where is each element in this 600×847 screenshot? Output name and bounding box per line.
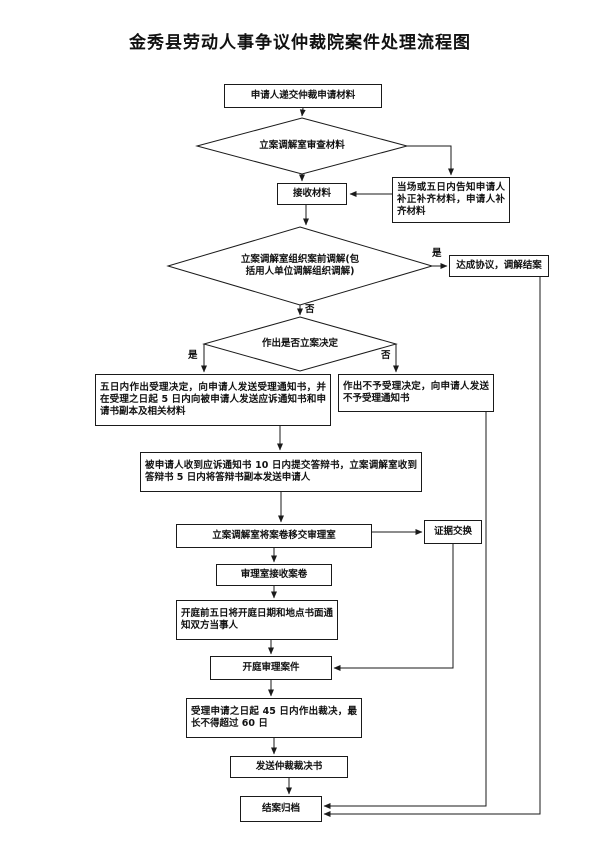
filing-yes-label: 是 (188, 350, 198, 361)
node-close-archive: 结案归档 (240, 796, 322, 822)
mediation-yes-label: 是 (432, 248, 442, 259)
node-hold-hearing: 开庭审理案件 (210, 656, 332, 680)
node-mediation-close: 达成协议，调解结案 (449, 255, 549, 277)
connector-mediationclose-archive (323, 277, 541, 817)
filing-decision-diamond-shape (202, 316, 398, 372)
node-reject-case: 作出不予受理决定，向申请人发送不予受理通知书 (338, 374, 494, 412)
decision-diamonds (166, 117, 434, 372)
node-make-ruling: 受理申请之日起 45 日内作出裁决，最长不得超过 60 日 (186, 698, 362, 738)
node-receive-materials: 接收材料 (277, 183, 347, 205)
review-diamond-shape (195, 117, 409, 175)
pre-mediation-diamond-shape (166, 226, 434, 306)
mediation-no-label: 否 (305, 304, 315, 315)
filing-no-label: 否 (381, 350, 391, 361)
node-evidence-exchange: 证据交换 (424, 520, 482, 544)
filing-decision-diamond-label: 作出是否立案决定 (261, 338, 338, 350)
connector-review-supplement (407, 145, 454, 176)
flow-connectors (201, 107, 541, 817)
review-diamond-label: 立案调解室审查材料 (259, 140, 345, 152)
node-submit-application: 申请人递交仲裁申请材料 (224, 84, 382, 108)
node-send-ruling: 发送仲裁裁决书 (230, 756, 348, 778)
connector-evidence-hearing (333, 544, 454, 671)
connector-submit-review (299, 107, 306, 117)
node-transfer-file: 立案调解室将案卷移交审理室 (176, 524, 372, 548)
node-defense-statement: 被申请人收到应诉通知书 10 日内提交答辩书，立案调解室收到答辩书 5 日内将答… (140, 452, 422, 492)
node-receive-case-file: 审理室接收案卷 (216, 564, 332, 586)
connector-reject-archive (323, 412, 487, 809)
node-accept-case: 五日内作出受理决定，向申请人发送受理通知书，并在受理之日起 5 日内向被申请人发… (95, 374, 331, 426)
page-title: 金秀县劳动人事争议仲裁院案件处理流程图 (129, 33, 471, 53)
node-notify-hearing: 开庭前五日将开庭日期和地点书面通知双方当事人 (176, 600, 338, 640)
node-supplement-materials: 当场或五日内告知申请人补正补齐材料，申请人补齐材料 (392, 177, 510, 223)
pre-mediation-diamond-label: 立案调解室组织案前调解(包括用人单位调解组织调解) (240, 254, 360, 277)
